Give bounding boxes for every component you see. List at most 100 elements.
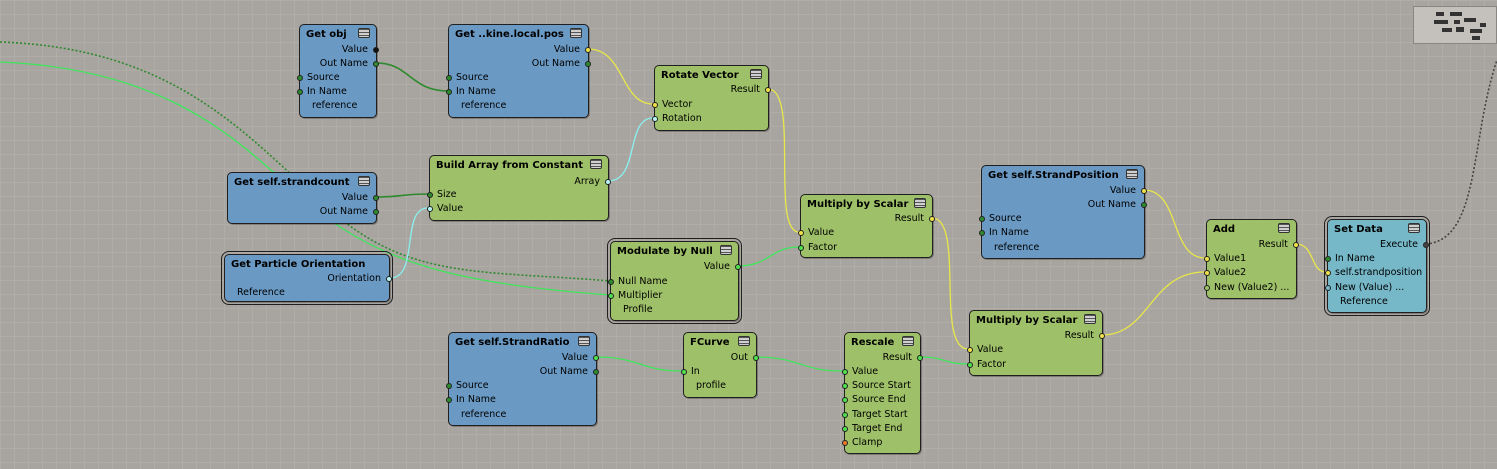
wire-rotate-result-to-multiply-value[interactable] (767, 88, 800, 233)
wire-kine-value-to-rotate-vector[interactable] (587, 48, 654, 105)
connector-value-out[interactable] (373, 195, 379, 201)
connector-outname-out[interactable] (593, 369, 599, 375)
wire-rescale-to-multiply2-factor[interactable] (919, 356, 969, 365)
connector-factor-in[interactable] (798, 245, 804, 251)
connector-value-out[interactable] (593, 355, 599, 361)
wire-strandratio-to-fcurve[interactable] (595, 356, 683, 372)
connector-source-in[interactable] (446, 383, 452, 389)
list-icon[interactable] (902, 336, 914, 346)
wire-strandcount-to-size[interactable] (375, 193, 429, 198)
connector-source-start-in[interactable] (842, 383, 848, 389)
node-set-data[interactable]: Set Data Execute In Name self.strandposi… (1324, 216, 1430, 316)
node-get-particle-orientation[interactable]: Get Particle Orientation Orientation Ref… (221, 251, 393, 305)
list-icon[interactable] (358, 176, 370, 186)
connector-target-end-in[interactable] (842, 426, 848, 432)
list-icon[interactable] (358, 28, 370, 38)
connector-vector-in[interactable] (652, 102, 658, 108)
connector-size-in[interactable] (427, 192, 433, 198)
connector-source-in[interactable] (297, 75, 303, 81)
connector-result-out[interactable] (917, 355, 923, 361)
wire-array-to-rotation[interactable] (607, 117, 654, 182)
connector-value1-in[interactable] (1204, 256, 1210, 262)
node-get-strandcount[interactable]: Get self.strandcount Value Out Name (227, 172, 379, 224)
connector-rotation-in[interactable] (652, 116, 658, 122)
port-rotation-in: Rotation (662, 113, 702, 124)
connector-strandposition-in[interactable] (1325, 270, 1331, 276)
list-icon[interactable] (578, 336, 590, 346)
port-in-in: In (691, 366, 700, 377)
connector-value-in[interactable] (967, 347, 973, 353)
connector-value-in[interactable] (427, 206, 433, 212)
connector-outname-out[interactable] (373, 61, 379, 67)
node-rescale[interactable]: Rescale Result Value Source Start Source… (842, 332, 923, 454)
connector-inname-in[interactable] (446, 397, 452, 403)
connector-factor-in[interactable] (967, 362, 973, 368)
list-icon[interactable] (750, 69, 762, 79)
connector-execute-out[interactable] (1423, 242, 1429, 248)
node-build-array-from-constant[interactable]: Build Array from Constant Array Size Val… (427, 155, 611, 221)
node-modulate-by-null[interactable]: Modulate by Null Value Null Name Multipl… (607, 238, 742, 324)
connector-inname-in[interactable] (1325, 256, 1331, 262)
wire-modulate-to-multiply-factor[interactable] (737, 246, 800, 267)
connector-multiplier-in[interactable] (608, 293, 614, 299)
connector-source-in[interactable] (979, 216, 985, 222)
list-icon[interactable] (738, 336, 750, 346)
wire-multiply2-to-add-value2[interactable] (1101, 271, 1206, 336)
list-icon[interactable] (1408, 223, 1420, 233)
node-rotate-vector[interactable]: Rotate Vector Result Vector Rotation (652, 65, 771, 131)
node-get-strandratio[interactable]: Get self.StrandRatio Value Out Name Sour… (446, 332, 599, 426)
wire-fcurve-to-rescale[interactable] (755, 356, 844, 372)
connector-new-value2-in[interactable] (1204, 285, 1210, 291)
connector-nullname-in[interactable] (608, 279, 614, 285)
connector-value-out[interactable] (735, 264, 741, 270)
wire-multiply1-to-multiply2-value[interactable] (931, 217, 969, 350)
connector-result-out[interactable] (1099, 333, 1105, 339)
connector-value-in[interactable] (798, 230, 804, 236)
connector-clamp-in[interactable] (842, 440, 848, 446)
connector-outname-out[interactable] (1141, 202, 1147, 208)
wire-add-to-setdata[interactable] (1295, 243, 1327, 273)
connector-out-out[interactable] (753, 355, 759, 361)
list-icon[interactable] (1278, 223, 1290, 233)
wire-orientation-to-array-value[interactable] (389, 207, 429, 279)
connector-value-out[interactable] (1141, 188, 1147, 194)
node-add[interactable]: Add Result Value1 Value2 New (Value2) ..… (1204, 219, 1299, 299)
node-multiply-by-scalar-1[interactable]: Multiply by Scalar Result Value Factor (798, 194, 935, 258)
connector-value-out[interactable] (373, 47, 379, 53)
node-get-kine-local-pos[interactable]: Get ..kine.local.pos Value Out Name Sour… (446, 24, 591, 118)
connector-target-start-in[interactable] (842, 412, 848, 418)
wire-execute-offscreen[interactable] (1425, 59, 1497, 245)
connector-source-end-in[interactable] (842, 397, 848, 403)
connector-value-out[interactable] (585, 47, 591, 53)
connector-inname-in[interactable] (297, 89, 303, 95)
connector-inname-in[interactable] (979, 230, 985, 236)
connector-result-out[interactable] (1293, 242, 1299, 248)
list-icon[interactable] (720, 245, 732, 255)
connector-array-out[interactable] (605, 179, 611, 185)
node-fcurve[interactable]: FCurve Out In profile (681, 332, 759, 398)
port-result-out: Result (894, 213, 924, 224)
list-icon[interactable] (1126, 169, 1138, 179)
port-outname-out: Out Name (319, 58, 368, 69)
graph-minimap[interactable] (1413, 6, 1497, 44)
connector-result-out[interactable] (765, 87, 771, 93)
connector-value2-in[interactable] (1204, 270, 1210, 276)
node-get-obj[interactable]: Get obj Value Out Name Source In Name re… (297, 24, 379, 118)
wire-strandposition-to-add-value1[interactable] (1143, 189, 1206, 259)
list-icon[interactable] (914, 198, 926, 208)
connector-outname-out[interactable] (373, 209, 379, 215)
connector-result-out[interactable] (929, 216, 935, 222)
connector-orientation-out[interactable] (386, 276, 392, 282)
list-icon[interactable] (590, 159, 602, 169)
connector-new-value-in[interactable] (1325, 285, 1331, 291)
node-get-strandposition[interactable]: Get self.StrandPosition Value Out Name S… (979, 165, 1147, 259)
list-icon[interactable] (570, 28, 582, 38)
connector-outname-out[interactable] (585, 61, 591, 67)
connector-source-in[interactable] (446, 75, 452, 81)
list-icon[interactable] (1084, 314, 1096, 324)
node-multiply-by-scalar-2[interactable]: Multiply by Scalar Result Value Factor (967, 310, 1105, 376)
wire-obj-outname-to-kine-inname[interactable] (375, 62, 449, 92)
connector-in-in[interactable] (681, 369, 687, 375)
connector-value-in[interactable] (842, 369, 848, 375)
connector-inname-in[interactable] (446, 89, 452, 95)
